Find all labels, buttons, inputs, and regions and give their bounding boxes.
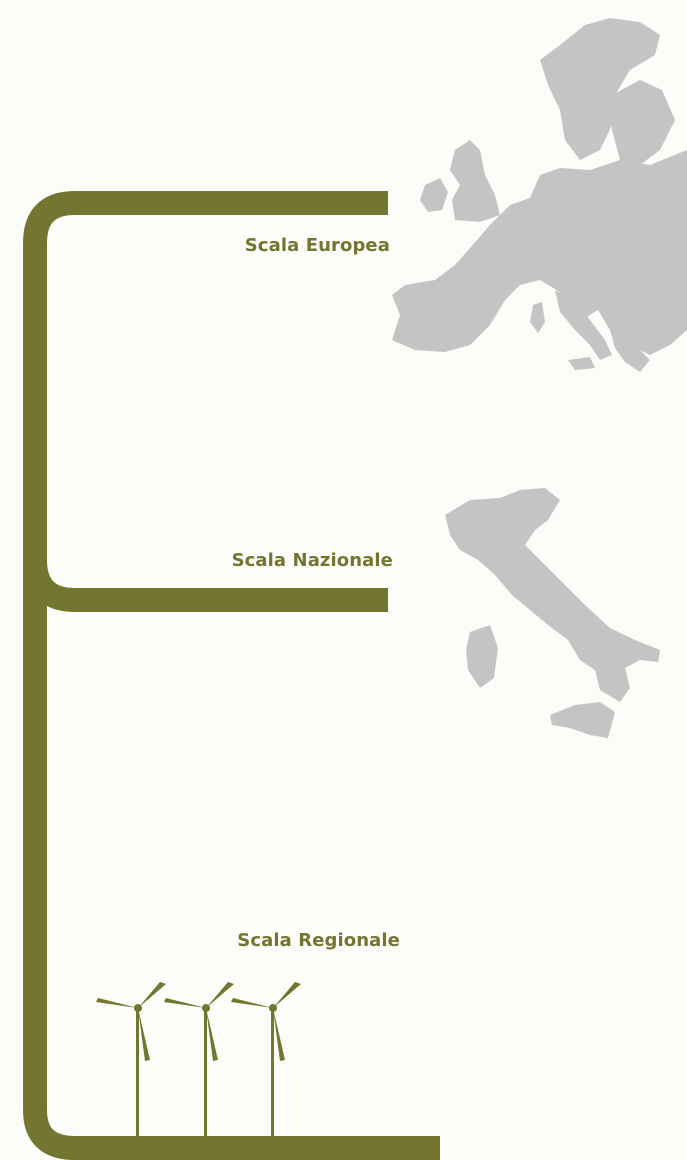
europe-map-icon (392, 18, 687, 372)
regional-scale-label: Scala Regionale (237, 930, 400, 951)
europe-scale-label: Scala Europea (244, 235, 390, 256)
wind-turbine-icon (164, 982, 234, 1140)
wind-turbine-icon (96, 982, 166, 1140)
wind-turbines-group (96, 982, 301, 1140)
wind-turbine-icon (231, 982, 301, 1140)
trunk-line (23, 191, 440, 1160)
national-scale-label: Scala Nazionale (231, 550, 393, 571)
italy-map-icon (445, 488, 660, 738)
national-branch-line (23, 559, 388, 612)
scale-branch-structure (23, 191, 440, 1160)
